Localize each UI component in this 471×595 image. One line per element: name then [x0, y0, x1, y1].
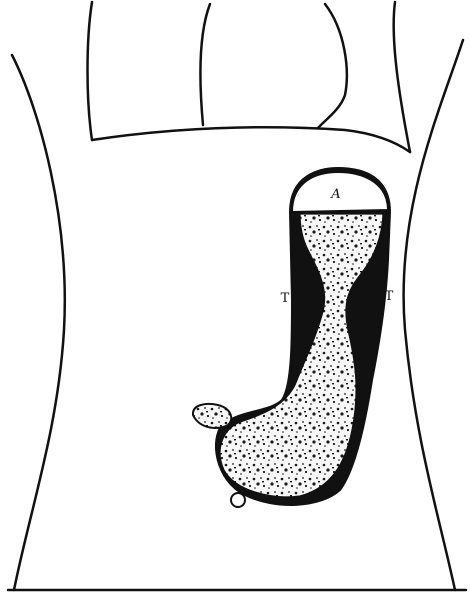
stomach: A — [216, 168, 390, 505]
chest-left-curve — [88, 2, 93, 140]
air-cap-label: A — [330, 187, 340, 202]
chest-right-curve — [394, 2, 410, 152]
chest-region — [88, 2, 411, 152]
right-t-label: T — [385, 289, 394, 304]
heart-shadow-outline — [200, 4, 346, 128]
duodenal-bulb — [193, 404, 231, 428]
left-t-label: T — [281, 291, 290, 306]
lower-ribcage-arc — [92, 127, 410, 152]
torso-right-contour — [404, 40, 463, 590]
torso-left-contour — [12, 55, 65, 590]
pylorus-ring — [231, 493, 245, 507]
